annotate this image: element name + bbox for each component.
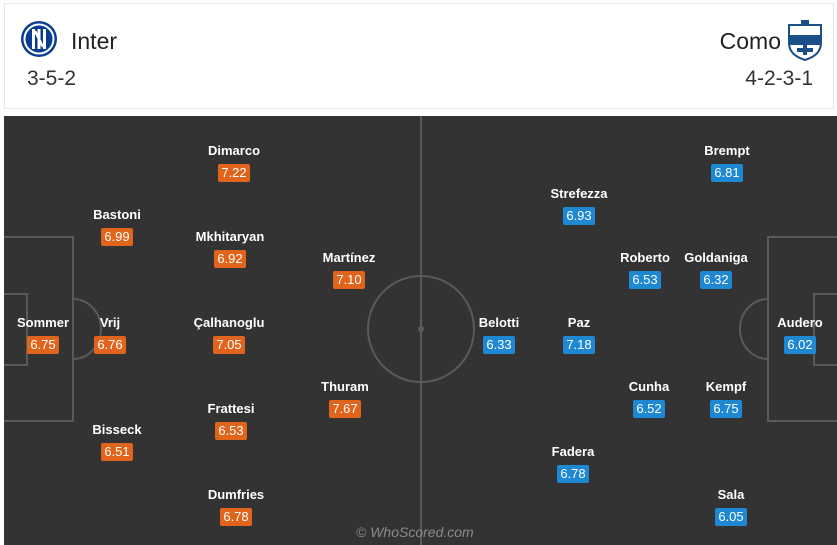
away-player-goldaniga[interactable]: Goldaniga 6.32 [661, 250, 771, 289]
player-name: Vrij [99, 315, 121, 330]
player-rating: 7.18 [563, 336, 595, 354]
player-name: Bastoni [93, 207, 141, 222]
home-player-sommer[interactable]: Sommer 6.75 [4, 315, 98, 354]
player-rating: 6.78 [220, 508, 252, 526]
pitch-markings [4, 116, 837, 545]
away-player-sala[interactable]: Sala 6.05 [676, 487, 786, 526]
away-player-brempt[interactable]: Brempt 6.81 [672, 143, 782, 182]
home-player-mkhitaryan[interactable]: Mkhitaryan 6.92 [175, 229, 285, 268]
home-player-bastoni[interactable]: Bastoni 6.99 [62, 207, 172, 246]
home-player-calhanoglu[interactable]: Çalhanoglu 7.05 [174, 315, 284, 354]
player-name: Martínez [322, 250, 376, 265]
player-name: Dumfries [207, 487, 265, 502]
player-rating: 6.81 [711, 164, 743, 182]
player-rating: 7.10 [333, 271, 365, 289]
player-name: Thuram [321, 379, 369, 394]
player-name: Fadera [551, 444, 595, 459]
home-formation: 3-5-2 [27, 67, 77, 90]
player-rating: 6.05 [715, 508, 747, 526]
player-rating: 7.05 [213, 336, 245, 354]
player-rating: 6.32 [700, 271, 732, 289]
player-rating: 6.76 [94, 336, 126, 354]
player-rating: 6.92 [214, 250, 246, 268]
player-rating: 7.67 [329, 400, 361, 418]
player-rating: 6.51 [101, 443, 133, 461]
inter-crest-icon [21, 21, 57, 57]
home-player-dumfries[interactable]: Dumfries 6.78 [181, 487, 291, 526]
watermark-text: © WhoScored.com [356, 524, 474, 540]
home-player-frattesi[interactable]: Frattesi 6.53 [176, 401, 286, 440]
away-player-strefezza[interactable]: Strefezza 6.93 [524, 186, 634, 225]
player-rating: 6.75 [710, 400, 742, 418]
player-name: Mkhitaryan [195, 229, 265, 244]
player-name: Brempt [704, 143, 750, 158]
player-name: Strefezza [550, 186, 608, 201]
home-player-bisseck[interactable]: Bisseck 6.51 [62, 422, 172, 461]
away-team-name[interactable]: Como [719, 28, 781, 54]
home-player-thuram[interactable]: Thuram 7.67 [290, 379, 400, 418]
player-rating: 6.52 [633, 400, 665, 418]
away-player-belotti[interactable]: Belotti 6.33 [444, 315, 554, 354]
player-rating: 6.53 [629, 271, 661, 289]
player-name: Kempf [705, 379, 747, 394]
away-player-paz[interactable]: Paz 7.18 [524, 315, 634, 354]
player-name: Bisseck [92, 422, 142, 437]
away-player-fadera[interactable]: Fadera 6.78 [518, 444, 628, 483]
player-name: Sala [717, 487, 745, 502]
player-name: Cunha [628, 379, 670, 394]
player-rating: 6.33 [483, 336, 515, 354]
player-name: Roberto [620, 250, 670, 265]
away-formation: 4-2-3-1 [745, 67, 813, 90]
away-player-cunha[interactable]: Cunha 6.52 [594, 379, 704, 418]
player-rating: 7.22 [218, 164, 250, 182]
player-rating: 6.53 [215, 422, 247, 440]
como-crest-icon [788, 20, 822, 61]
home-player-dimarco[interactable]: Dimarco 7.22 [179, 143, 289, 182]
home-player-vrij[interactable]: Vrij 6.76 [55, 315, 165, 354]
player-rating: 6.75 [27, 336, 59, 354]
match-header: Inter 3-5-2 Como 4-2-3-1 [4, 3, 834, 109]
player-name: Çalhanoglu [193, 315, 265, 330]
player-rating: 6.78 [557, 465, 589, 483]
player-name: Goldaniga [684, 250, 748, 265]
away-player-kempf[interactable]: Kempf 6.75 [671, 379, 781, 418]
player-rating: 6.93 [563, 207, 595, 225]
home-player-martinez[interactable]: Martínez 7.10 [294, 250, 404, 289]
player-name: Dimarco [207, 143, 261, 158]
player-name: Frattesi [207, 401, 255, 416]
player-name: Belotti [478, 315, 520, 330]
home-team-name[interactable]: Inter [71, 28, 118, 54]
player-name: Audero [777, 315, 823, 330]
player-name: Sommer [16, 315, 70, 330]
player-name: Paz [567, 315, 591, 330]
away-player-audero[interactable]: Audero 6.02 [745, 315, 837, 354]
pitch: Sommer 6.75 Bastoni 6.99 Vrij 6.76 Bisse… [4, 116, 837, 545]
player-rating: 6.99 [101, 228, 133, 246]
away-player-roberto[interactable]: Roberto 6.53 [590, 250, 700, 289]
player-rating: 6.02 [784, 336, 816, 354]
